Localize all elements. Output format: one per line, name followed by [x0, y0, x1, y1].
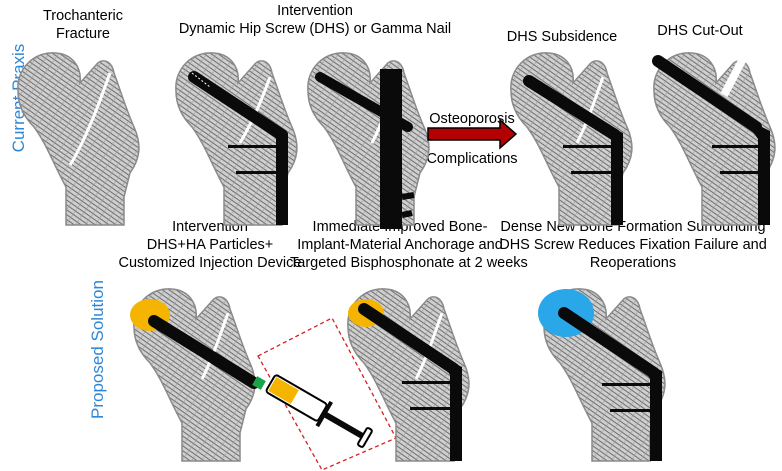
label-osteoporosis: Osteoporosis	[429, 111, 515, 127]
label-complications: Complications	[426, 151, 518, 167]
label-intervention-ha: Intervention DHS+HA Particles+ Customize…	[105, 218, 315, 272]
label-line: Implant-Material Anchorage and	[297, 237, 503, 253]
label-line: DHS+HA Particles+	[146, 237, 274, 253]
label-line: Reoperations	[589, 255, 677, 271]
femur-gamma-nail	[307, 52, 430, 229]
femur-fracture	[17, 52, 140, 226]
femur-dhs-implant	[175, 52, 298, 226]
label-intervention-dhs-gamma: Intervention Dynamic Hip Screw (DHS) or …	[165, 2, 465, 38]
femur-ha-injection	[130, 288, 260, 462]
femur-dhs-subsidence	[510, 52, 633, 226]
label-line: DHS Screw Reduces Fixation Failure and	[499, 237, 767, 253]
progression-arrow	[427, 118, 518, 150]
femur-dhs-cut-out	[652, 51, 776, 226]
label-dhs-cut-out: DHS Cut-Out	[657, 23, 743, 39]
label-line: Dynamic Hip Screw (DHS) or Gamma Nail	[178, 21, 452, 37]
label-dhs-subsidence: DHS Subsidence	[506, 29, 618, 45]
femur-improved-anchorage	[347, 288, 470, 462]
label-line: Intervention	[277, 3, 353, 19]
label-line: Fracture	[56, 26, 110, 42]
label-trochanteric-fracture: Trochanteric Fracture	[28, 7, 138, 43]
label-line: Targeted Bisphosphonate at 2 weeks	[290, 255, 528, 271]
femur-new-bone-formation	[538, 288, 666, 462]
label-line: Customized Injection Device	[118, 255, 302, 271]
label-line: Trochanteric	[42, 8, 124, 24]
